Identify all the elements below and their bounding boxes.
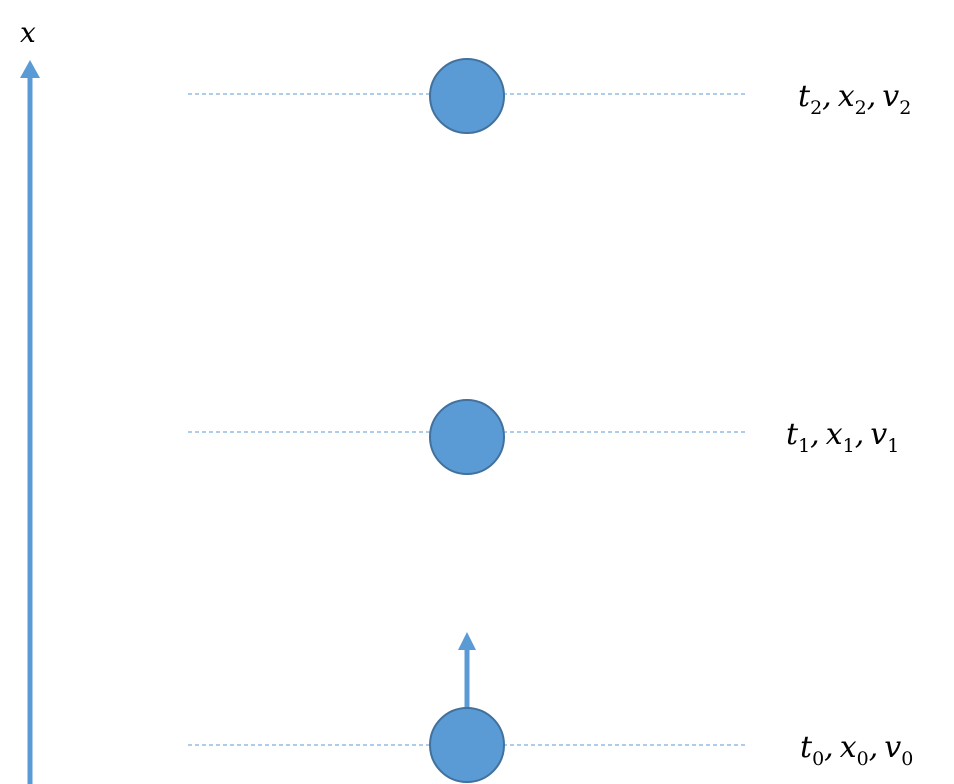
v-subscript: 2	[899, 97, 911, 119]
state-1: t1,x1,v1	[188, 399, 899, 475]
state-0: t0,x0,v0	[188, 632, 913, 783]
t-subscript: 1	[798, 435, 810, 457]
x-axis: x	[20, 16, 40, 784]
separator: ,	[824, 730, 834, 765]
t-subscript: 0	[812, 748, 824, 770]
ball-0	[429, 707, 505, 783]
state-label-0: t0,x0,v0	[800, 730, 913, 770]
t-symbol: t	[786, 417, 799, 452]
x-axis-label: x	[20, 16, 36, 49]
v-symbol: v	[870, 417, 887, 452]
t-subscript: 2	[810, 97, 822, 119]
state-label-2: t2,x2,v2	[798, 79, 911, 119]
x-symbol: x	[840, 730, 857, 765]
separator: ,	[869, 730, 879, 765]
v-symbol: v	[882, 79, 899, 114]
v-symbol: v	[884, 730, 901, 765]
ball-2	[429, 58, 505, 134]
x-axis-arrowhead	[20, 60, 40, 78]
v-subscript: 0	[901, 748, 913, 770]
state-2: t2,x2,v2	[188, 58, 911, 134]
state-label-1: t1,x1,v1	[786, 417, 899, 457]
separator: ,	[822, 79, 832, 114]
separator: ,	[810, 417, 820, 452]
x-symbol: x	[838, 79, 855, 114]
t-symbol: t	[798, 79, 811, 114]
separator: ,	[867, 79, 877, 114]
x-subscript: 2	[855, 97, 867, 119]
x-symbol: x	[826, 417, 843, 452]
ball-1	[429, 399, 505, 475]
velocity-arrowhead	[458, 632, 476, 650]
x-subscript: 0	[857, 748, 869, 770]
v-subscript: 1	[887, 435, 899, 457]
separator: ,	[855, 417, 865, 452]
x-subscript: 1	[843, 435, 855, 457]
t-symbol: t	[800, 730, 813, 765]
